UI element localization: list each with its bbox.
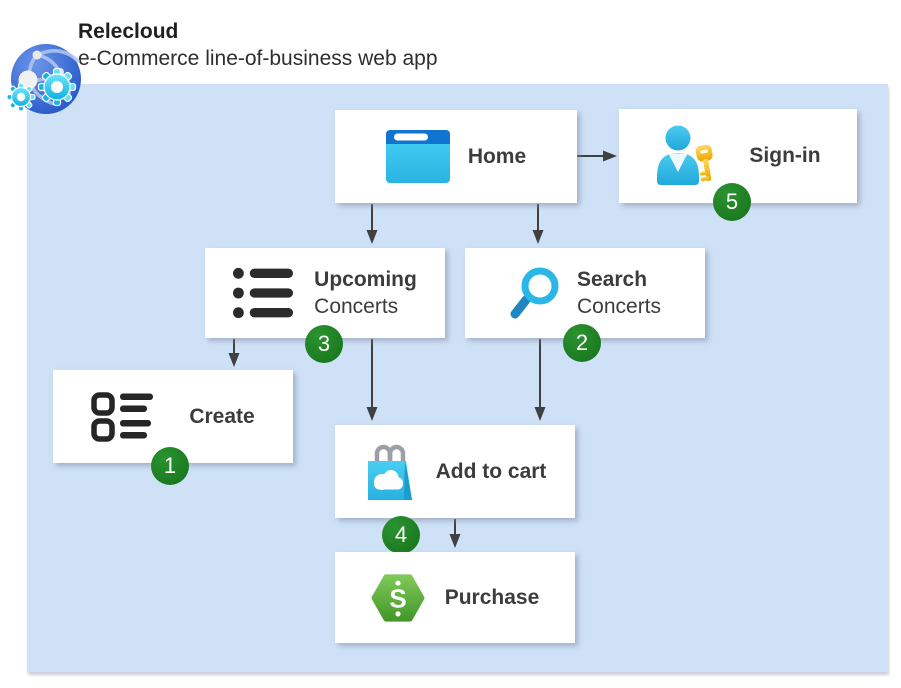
svg-text:S: S bbox=[389, 583, 406, 613]
node-label: Create bbox=[189, 404, 255, 428]
node-purchase: S Purchase bbox=[335, 552, 575, 643]
node-label: Home bbox=[467, 144, 527, 168]
form-list-icon bbox=[91, 391, 154, 442]
node-create: Create 1 bbox=[53, 370, 293, 485]
step-badge-3: 3 bbox=[305, 325, 343, 363]
step-badge-4: 4 bbox=[382, 516, 420, 554]
node-label: Purchase bbox=[444, 585, 540, 609]
node-upcoming-concerts: Upcoming Concerts 3 bbox=[205, 248, 445, 363]
gear-icon bbox=[37, 67, 77, 107]
bulleted-list-icon bbox=[233, 267, 294, 319]
node-label: Search Concerts bbox=[576, 268, 662, 318]
diagram-header: Relecloud e-Commerce line-of-business we… bbox=[78, 19, 438, 72]
node-label: Add to cart bbox=[435, 459, 547, 483]
shopping-bag-cloud-icon bbox=[367, 444, 412, 500]
cloud-icon bbox=[373, 469, 403, 490]
user-key-icon bbox=[657, 125, 714, 185]
node-label: Sign-in bbox=[749, 144, 821, 167]
globe-gears-icon bbox=[6, 44, 81, 114]
app-subtitle: e-Commerce line-of-business web app bbox=[78, 47, 438, 70]
node-search-concerts: Search Concerts 2 bbox=[465, 248, 705, 362]
dollar-hexagon-icon: S bbox=[371, 573, 425, 622]
node-signin: Sign-in 5 bbox=[619, 109, 857, 221]
key-icon bbox=[696, 144, 714, 182]
gear-icon bbox=[6, 82, 36, 112]
node-add-to-cart: Add to cart 4 bbox=[335, 425, 575, 554]
step-badge-1: 1 bbox=[151, 447, 189, 485]
step-badge-5: 5 bbox=[713, 183, 751, 221]
app-title: Relecloud bbox=[78, 20, 179, 43]
browser-window-icon bbox=[385, 130, 450, 183]
magnifier-icon bbox=[510, 267, 559, 318]
step-badge-2: 2 bbox=[563, 324, 601, 362]
node-home: Home bbox=[335, 110, 577, 203]
node-label: Upcoming Concerts bbox=[314, 268, 417, 318]
